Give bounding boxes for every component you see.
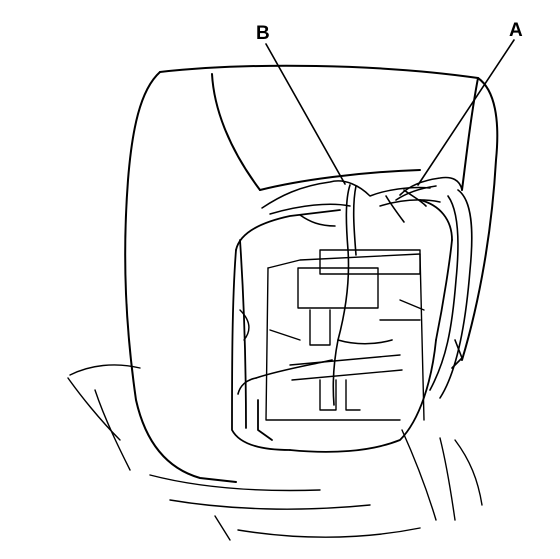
seat-base bbox=[67, 364, 483, 541]
wire-harness-b bbox=[237, 184, 393, 406]
upper-padding bbox=[261, 180, 441, 227]
seat-frame bbox=[231, 199, 453, 453]
wire-harness-a bbox=[385, 176, 463, 223]
leader-line-a bbox=[417, 39, 515, 186]
inner-panel bbox=[239, 249, 425, 421]
leader-line-b bbox=[265, 43, 346, 185]
side-panel bbox=[429, 189, 473, 399]
callout-a: A bbox=[509, 20, 523, 41]
callout-b: B bbox=[256, 23, 270, 44]
seat-back-shell bbox=[124, 64, 499, 483]
